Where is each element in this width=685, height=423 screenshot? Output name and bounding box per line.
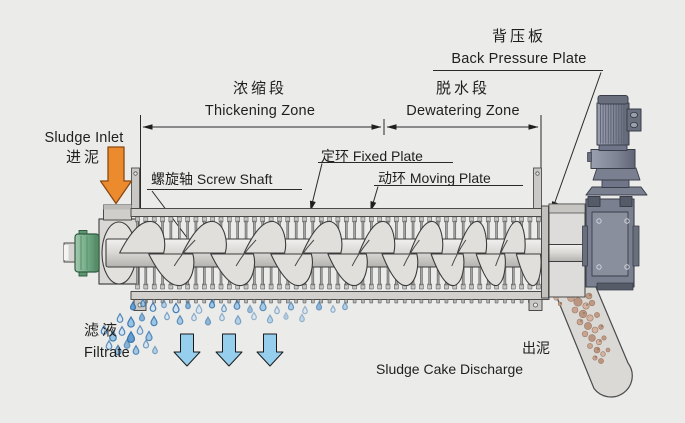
label-moving-plate: 动环 Moving Plate [378,170,491,186]
dewatering-zone-en: Dewatering Zone [406,103,520,119]
label-filtrate: 滤液 Filtrate [84,319,130,365]
label-screw-shaft: 螺旋轴 Screw Shaft [151,171,273,187]
label-dewatering-zone: 脱水段 Dewatering Zone [361,77,565,123]
filtrate-en: Filtrate [84,345,130,361]
dewatering-zone-zh: 脱水段 [435,80,490,97]
front-bearing [63,230,100,277]
filtrate-arrow-icons [173,333,284,367]
cage-top-rail [130,208,550,217]
screw-flights [119,220,542,287]
back-pressure-plate-en: Back Pressure Plate [451,51,587,67]
sludge-inlet-zh: 进泥 [65,149,102,166]
filtrate-droplets [100,298,348,356]
back-pressure-plate-part [541,205,549,299]
back-pressure-leader [552,72,602,210]
motor-top-cap [597,95,629,105]
label-thickening-zone: 浓缩段 Thickening Zone [158,77,362,123]
label-fixed-plate: 定环 Fixed Plate [321,148,423,164]
filtrate-zh: 滤液 [84,322,121,339]
cage-bottom-rail [130,291,550,300]
sludge-inlet-en: Sludge Inlet [44,130,124,146]
gearbox [582,196,640,291]
back-pressure-plate-zh: 背压板 [491,28,546,45]
screw-press-machine [63,95,648,398]
label-back-pressure-plate: 背压板 Back Pressure Plate [417,25,621,71]
drive-motor [585,95,648,196]
thickening-zone-zh: 浓缩段 [232,80,287,97]
sludge-inlet-arrow-icon [99,146,133,205]
fixed-plate-leader [310,163,323,209]
thickening-zone-en: Thickening Zone [204,103,316,119]
label-sludge-inlet: Sludge Inlet 进泥 [28,128,140,168]
label-sludge-cake-en: Sludge Cake Discharge [376,361,524,377]
label-sludge-cake-zh: 出泥 [522,340,550,356]
